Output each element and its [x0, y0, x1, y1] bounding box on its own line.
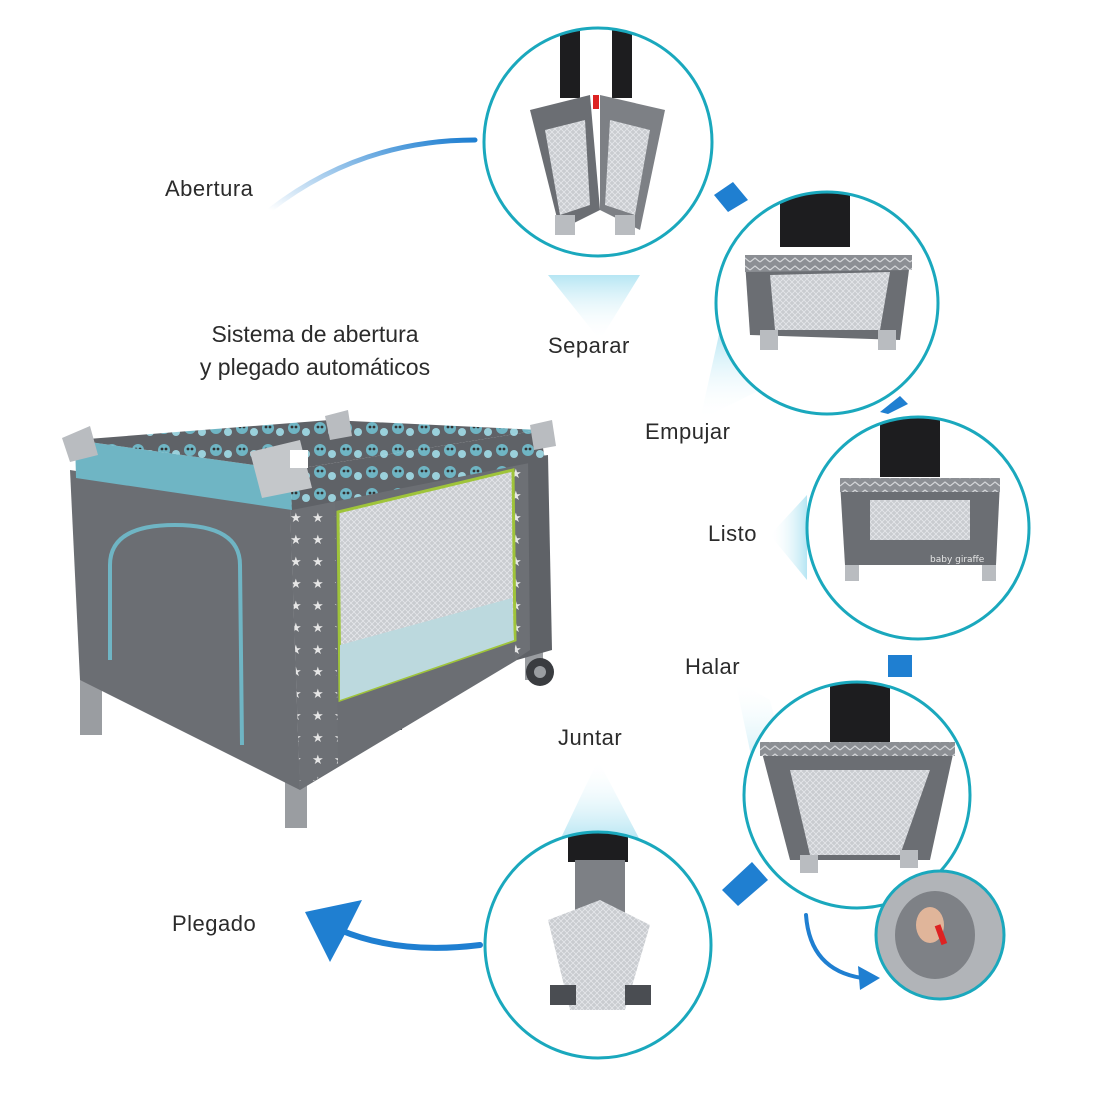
glow-beam-empujar — [700, 330, 770, 420]
step-label-juntar: Juntar — [558, 725, 623, 750]
connector-icon — [880, 396, 908, 414]
glow-beam-listo — [770, 495, 807, 580]
connector-icon — [714, 182, 748, 212]
step-photo-empujar — [714, 190, 940, 416]
glow-beam-juntar — [560, 760, 640, 840]
step-photo-juntar — [483, 830, 713, 1060]
step-label-halar: Halar — [685, 654, 741, 679]
halar-detail-arrow — [804, 913, 864, 980]
step-label-separar: Separar — [548, 333, 630, 358]
step-photo-separar — [482, 26, 714, 258]
glow-beam-separar — [548, 275, 640, 340]
playard-product-image — [62, 410, 556, 828]
feature-headline: Sistema de abertura y plegado automático… — [160, 318, 470, 384]
step-photo-listo: baby giraffe — [805, 415, 1031, 641]
headline-line-2: y plegado automáticos — [199, 354, 431, 380]
step-photo-halar — [742, 680, 972, 910]
plegado-arc — [337, 927, 483, 951]
step-label-empujar: Empujar — [645, 419, 731, 444]
step-label-plegado: Plegado — [172, 911, 257, 936]
step-label-abertura: Abertura — [165, 176, 254, 201]
headline-line-1: Sistema de abertura — [211, 321, 419, 347]
abertura-arc — [267, 137, 478, 213]
arrow-left-icon — [305, 900, 362, 962]
arrow-right-icon — [858, 966, 880, 990]
connector-icon — [888, 655, 912, 677]
step-label-listo: Listo — [708, 521, 757, 546]
detail-photo-handle — [874, 869, 1006, 1001]
svg-text:baby giraffe: baby giraffe — [930, 555, 985, 565]
connector-icon — [722, 862, 768, 906]
